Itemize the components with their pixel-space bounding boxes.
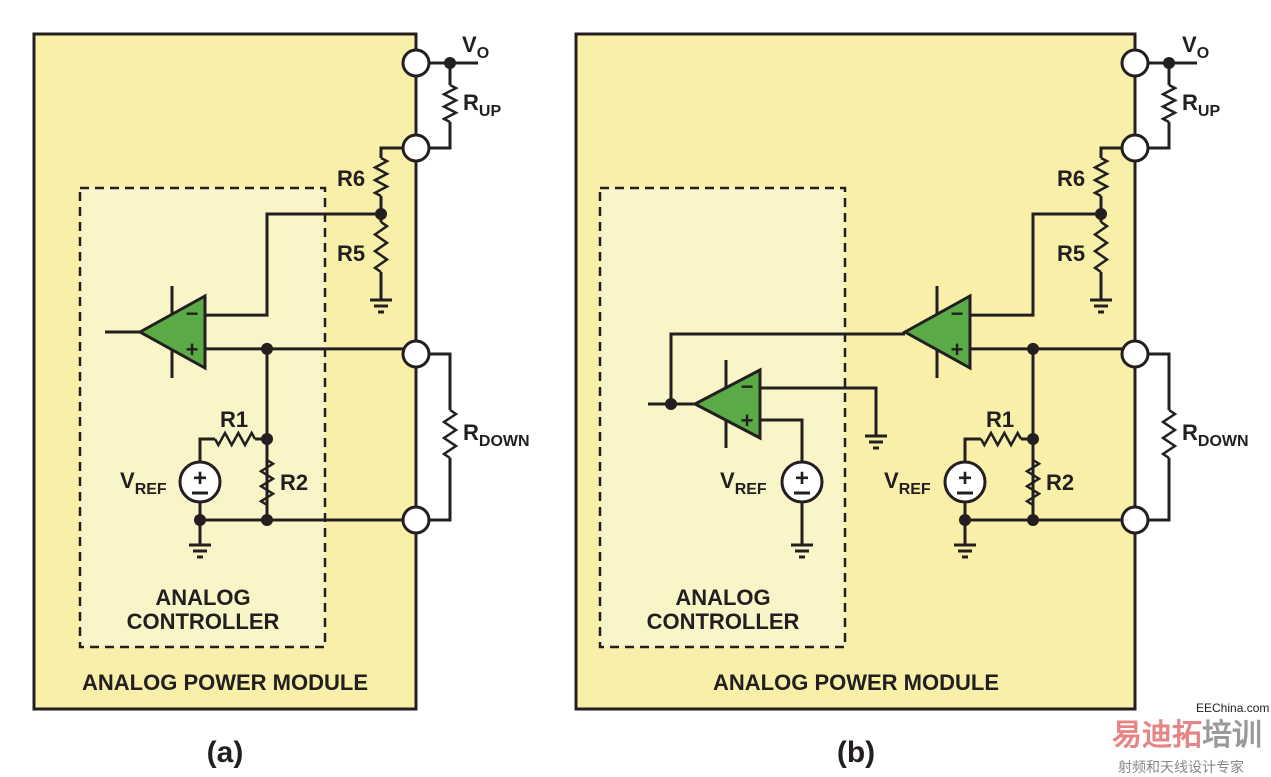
plus-sign: + bbox=[951, 337, 964, 362]
r2-resistor bbox=[1024, 458, 1042, 507]
vo-label: VO bbox=[1182, 32, 1209, 62]
panel-a: −++ VO RUP RDOWN R6 R5 R1 R2 VREF ANALOG… bbox=[32, 32, 530, 769]
opamp-icon: −+ bbox=[901, 286, 972, 378]
controller-label-line1: ANALOG bbox=[155, 585, 250, 610]
wire bbox=[970, 212, 1101, 317]
r1-label: R1 bbox=[986, 407, 1014, 432]
module-label: ANALOG POWER MODULE bbox=[82, 670, 368, 695]
watermark-brand: 易迪拓培训 bbox=[1112, 718, 1262, 753]
rdown-label: RDOWN bbox=[463, 420, 530, 450]
plus-sign: + bbox=[958, 465, 972, 492]
module-label: ANALOG POWER MODULE bbox=[713, 670, 999, 695]
ground-icon bbox=[791, 543, 813, 559]
ground-icon bbox=[954, 543, 976, 559]
wires: −++ bbox=[105, 48, 478, 559]
r2-label: R2 bbox=[280, 470, 308, 495]
r1-label: R1 bbox=[220, 407, 248, 432]
r6-resistor bbox=[1092, 156, 1110, 198]
terminal bbox=[401, 133, 431, 163]
vref-outer-label: VREF bbox=[884, 468, 931, 498]
junction-dot bbox=[1027, 514, 1039, 526]
watermark: EEChina.com 易迪拓培训 射频和天线设计专家 bbox=[1112, 701, 1269, 776]
r1-resistor bbox=[213, 430, 257, 448]
wire bbox=[198, 437, 215, 462]
r5-resistor bbox=[1092, 220, 1110, 274]
voltage-source-icon: + bbox=[943, 460, 987, 504]
terminal bbox=[401, 505, 431, 535]
terminal bbox=[1120, 48, 1150, 78]
ground-icon bbox=[1090, 298, 1112, 314]
opamp-icon: −+ bbox=[136, 286, 207, 378]
r6-label: R6 bbox=[337, 166, 365, 191]
opamp-body bbox=[901, 293, 972, 371]
plus-sign: + bbox=[741, 408, 754, 433]
ground-icon bbox=[189, 543, 211, 559]
rup-resistor bbox=[441, 83, 459, 124]
wire bbox=[205, 212, 381, 317]
wire bbox=[963, 437, 981, 462]
vref-label: VREF bbox=[120, 468, 167, 498]
terminal bbox=[1120, 505, 1150, 535]
rup-label: RUP bbox=[1182, 90, 1220, 120]
rdown-label: RDOWN bbox=[1182, 420, 1249, 450]
panel-b: −++−++ VO RUP RDOWN R6 R5 R1 R2 VREF VRE… bbox=[574, 32, 1249, 769]
controller-label-line2: CONTROLLER bbox=[127, 609, 280, 634]
rup-resistor bbox=[1160, 83, 1178, 124]
caption-a: (a) bbox=[207, 736, 244, 769]
rdown-resistor bbox=[441, 408, 459, 460]
opamp-icon: −+ bbox=[691, 360, 762, 448]
rup-label: RUP bbox=[463, 90, 501, 120]
minus-sign: − bbox=[741, 374, 754, 399]
wires: −++−++ bbox=[648, 48, 1197, 559]
controller-label-line2: CONTROLLER bbox=[647, 609, 800, 634]
terminal bbox=[401, 48, 431, 78]
wire bbox=[760, 386, 878, 436]
controller-label-line1: ANALOG bbox=[675, 585, 770, 610]
voltage-source-icon: + bbox=[780, 460, 824, 504]
plus-sign: + bbox=[193, 465, 207, 492]
terminal bbox=[1120, 339, 1150, 369]
r1-resistor bbox=[979, 430, 1023, 448]
vref-inner-label: VREF bbox=[720, 468, 767, 498]
minus-sign: − bbox=[186, 301, 199, 326]
analog-controller-box bbox=[78, 186, 327, 649]
plus-sign: + bbox=[795, 465, 809, 492]
vo-label: VO bbox=[462, 32, 489, 62]
terminal bbox=[401, 339, 431, 369]
watermark-site: EEChina.com bbox=[1196, 701, 1269, 715]
opamp-body bbox=[691, 367, 762, 441]
voltage-source-icon: + bbox=[178, 460, 222, 504]
r6-label: R6 bbox=[1057, 166, 1085, 191]
r5-label: R5 bbox=[1057, 241, 1085, 266]
wire bbox=[760, 418, 804, 462]
rdown-resistor bbox=[1160, 408, 1178, 460]
caption-b: (b) bbox=[837, 736, 875, 769]
junction-dot bbox=[261, 514, 273, 526]
terminal bbox=[1120, 133, 1150, 163]
r2-resistor bbox=[258, 458, 276, 507]
ground-icon bbox=[865, 434, 887, 450]
watermark-tagline: 射频和天线设计专家 bbox=[1118, 759, 1244, 776]
r2-label: R2 bbox=[1046, 470, 1074, 495]
wire bbox=[669, 332, 905, 404]
ground-icon bbox=[370, 298, 392, 314]
plus-sign: + bbox=[186, 337, 199, 362]
r5-resistor bbox=[372, 220, 390, 274]
r6-resistor bbox=[372, 156, 390, 198]
minus-sign: − bbox=[951, 301, 964, 326]
opamp-body bbox=[136, 293, 207, 371]
r5-label: R5 bbox=[337, 241, 365, 266]
